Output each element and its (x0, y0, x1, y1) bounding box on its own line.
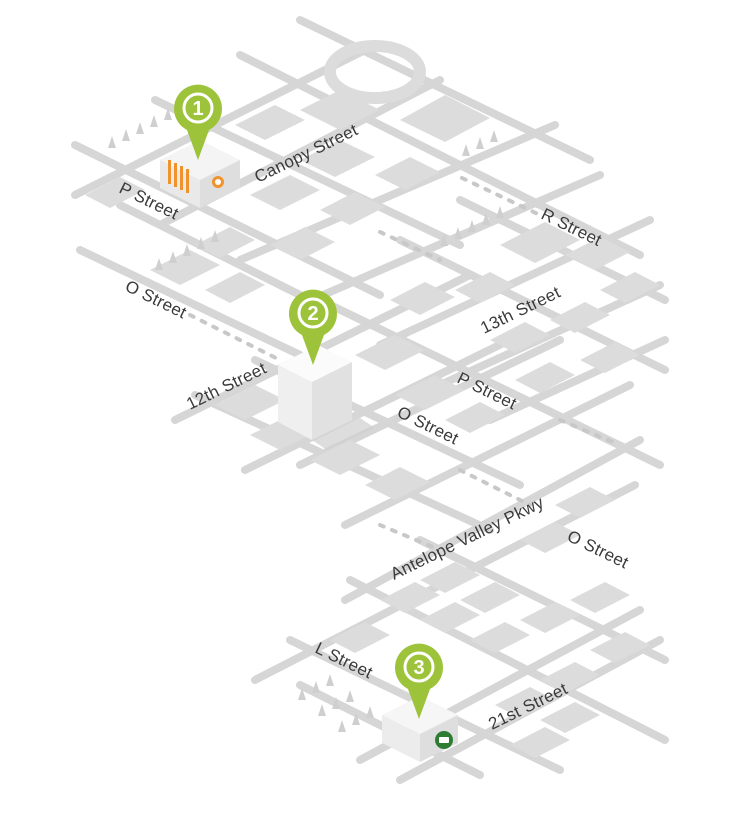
city-block (390, 282, 455, 315)
city-block (375, 157, 440, 190)
road (236, 51, 644, 259)
city-block (365, 467, 430, 500)
connector (378, 523, 442, 552)
tree-icon (108, 108, 504, 732)
city-block (520, 522, 580, 553)
city-block (355, 335, 425, 370)
city-block (310, 440, 380, 475)
city-block (85, 177, 145, 208)
connector (558, 418, 622, 447)
city-block (490, 322, 550, 353)
shop-awning (168, 160, 189, 193)
city-block (515, 362, 575, 393)
street-label-o-lower: O Street (564, 527, 631, 573)
city-block (550, 302, 610, 333)
city-block (250, 175, 320, 210)
road (241, 326, 534, 474)
road (76, 246, 304, 359)
city-block (565, 237, 630, 270)
city-block (330, 622, 390, 653)
tree-row-upper-left (108, 108, 172, 148)
city-block (555, 487, 615, 518)
city-block (540, 702, 600, 733)
tree-row-l-street (298, 674, 374, 732)
connector (458, 468, 532, 507)
road (296, 171, 604, 309)
tree-row-o-street (155, 230, 219, 270)
road (296, 16, 594, 164)
connector (460, 176, 542, 217)
city-block (520, 602, 580, 633)
city-block (510, 727, 570, 758)
upper-road-grid (71, 16, 669, 469)
city-block (300, 140, 375, 177)
upper-blocks (85, 90, 660, 393)
map-pin-icon[interactable]: 3 (395, 643, 443, 719)
tree-row-upper-right (462, 130, 498, 156)
pin-number: 2 (307, 303, 318, 325)
road (341, 436, 644, 604)
tree-row-r-street (440, 206, 504, 246)
city-block (600, 272, 660, 303)
dotted-connectors (188, 176, 622, 552)
city-block (445, 402, 505, 433)
pin-number: 1 (192, 98, 203, 120)
city-block (540, 662, 600, 693)
city-block (205, 272, 265, 303)
city-block (590, 632, 650, 663)
city-block (455, 272, 515, 303)
city-block (270, 227, 335, 260)
phone-icon (435, 731, 453, 749)
city-block (150, 250, 220, 285)
city-block (420, 602, 480, 633)
roundabout-icon (324, 40, 426, 104)
city-block (420, 562, 480, 593)
road (341, 381, 634, 529)
city-block (495, 687, 555, 718)
middle-blocks (215, 335, 505, 500)
city-block (395, 375, 465, 410)
city-block (380, 582, 440, 613)
pin-number: 3 (413, 657, 424, 679)
map-pin-icon[interactable]: 1 (174, 84, 222, 161)
city-block (500, 222, 580, 263)
city-block (400, 95, 490, 142)
lower-blocks (330, 487, 650, 758)
city-block (570, 582, 630, 613)
building-icon (278, 345, 375, 450)
connector (378, 230, 442, 262)
city-block (215, 385, 285, 420)
city-block (470, 622, 530, 653)
city-block (320, 192, 385, 225)
city-block (580, 342, 640, 373)
city-block (235, 105, 305, 140)
city-block (195, 227, 255, 258)
building-icon (160, 140, 240, 208)
connector (188, 313, 282, 362)
map-pin-icon[interactable]: 2 (289, 289, 337, 365)
road (316, 296, 664, 469)
city-block (460, 582, 520, 613)
